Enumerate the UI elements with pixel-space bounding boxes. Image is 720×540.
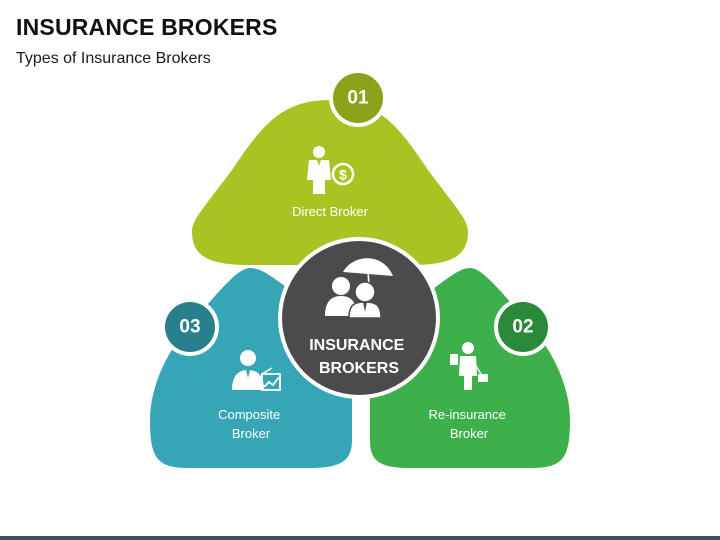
people-umbrella-icon bbox=[325, 258, 393, 319]
center-hub: INSURANCE BROKERS bbox=[278, 237, 440, 399]
businessman-dollar-icon: $ bbox=[307, 146, 355, 194]
center-title-line2: BROKERS bbox=[319, 360, 399, 377]
footer-bar bbox=[0, 536, 720, 540]
page-title: INSURANCE BROKERS bbox=[16, 14, 278, 40]
petal-direct-broker: $ Direct Broker bbox=[192, 100, 468, 265]
petal-label-02: Re-insurance Broker bbox=[429, 407, 510, 441]
badge-number-01: 01 bbox=[347, 88, 369, 109]
petal-label-02-line2: Broker bbox=[450, 426, 489, 441]
badge-circle-01 bbox=[333, 73, 383, 123]
petal-label-03: Composite Broker bbox=[218, 407, 284, 441]
badge-02: 02 bbox=[494, 298, 552, 356]
petal-label-01: Direct Broker bbox=[292, 204, 369, 219]
petal-label-03-line2: Broker bbox=[232, 426, 271, 441]
petal-label-03-line1: Composite bbox=[218, 407, 280, 422]
center-title: INSURANCE BROKERS bbox=[309, 337, 409, 377]
presenter-chart-icon bbox=[232, 350, 281, 391]
badge-circle-03 bbox=[165, 302, 215, 352]
petal-label-02-line1: Re-insurance bbox=[429, 407, 506, 422]
page-subtitle: Types of Insurance Brokers bbox=[16, 50, 211, 67]
svg-text:$: $ bbox=[339, 167, 347, 183]
businessman-clipboard-briefcase-icon bbox=[450, 342, 488, 390]
badge-number-02: 02 bbox=[512, 317, 533, 338]
badge-01: 01 bbox=[329, 69, 387, 127]
petal-shape-01 bbox=[192, 100, 468, 265]
badge-number-03: 03 bbox=[179, 317, 200, 338]
center-title-line1: INSURANCE bbox=[309, 337, 404, 354]
badge-03: 03 bbox=[161, 298, 219, 356]
petal-label-01-line1: Direct Broker bbox=[292, 204, 369, 219]
badge-circle-02 bbox=[498, 302, 548, 352]
